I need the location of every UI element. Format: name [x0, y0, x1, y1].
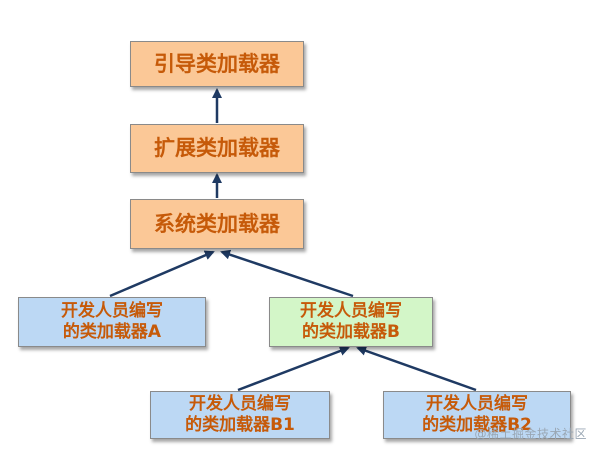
node-developer-class-loader-b2: 开发人员编写 的类加载器B2 [383, 391, 571, 439]
node-dev-a-line2: 的类加载器A [62, 322, 162, 342]
node-dev-b1-line1: 开发人员编写 [189, 393, 291, 414]
node-developer-class-loader-b1: 开发人员编写 的类加载器B1 [150, 391, 330, 439]
node-system-label: 系统类加载器 [154, 211, 280, 236]
node-extension-label: 扩展类加载器 [154, 136, 280, 161]
edge-dev-b1-to-dev-b [237, 346, 350, 392]
edge-dev-b-to-system [220, 249, 354, 298]
node-dev-b-line2: 的类加载器B [302, 322, 400, 342]
node-developer-class-loader-a: 开发人员编写 的类加载器A [18, 297, 206, 347]
node-dev-a-line1: 开发人员编写 [61, 300, 163, 321]
node-extension-class-loader: 扩展类加载器 [130, 124, 304, 173]
node-developer-class-loader-b: 开发人员编写 的类加载器B [269, 297, 433, 347]
node-bootstrap-class-loader: 引导类加载器 [130, 41, 304, 87]
node-dev-b-line1: 开发人员编写 [300, 300, 402, 321]
node-dev-b2-line2: 的类加载器B2 [422, 415, 532, 435]
node-dev-b2-line1: 开发人员编写 [426, 393, 528, 414]
edge-dev-a-to-system [109, 250, 215, 298]
watermark: @稀土掘金技术社区 [474, 427, 587, 441]
node-system-class-loader: 系统类加载器 [130, 199, 304, 249]
node-bootstrap-label: 引导类加载器 [154, 51, 280, 76]
node-dev-b1-line2: 的类加载器B1 [185, 415, 295, 435]
edge-dev-b2-to-dev-b [356, 345, 477, 392]
